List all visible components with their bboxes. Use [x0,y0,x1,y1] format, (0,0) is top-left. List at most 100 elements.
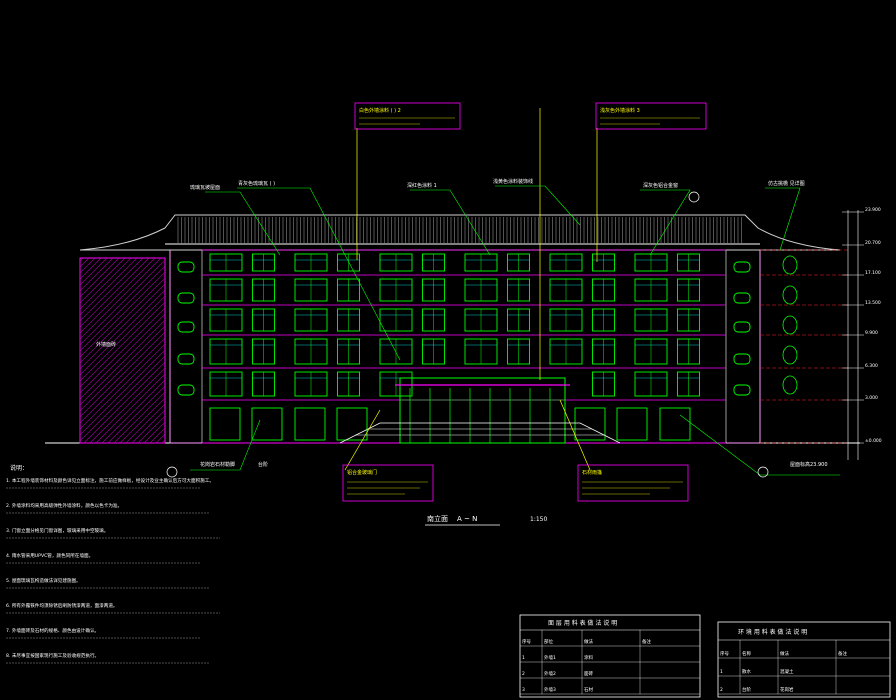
leader-roof-2 [237,187,401,361]
table-cell: 涂料 [584,654,593,661]
hatch-line [80,343,165,430]
tower-window-right [733,384,751,396]
hatch-line [0,258,65,443]
tower-window-right [733,353,751,365]
tower-window-left [177,384,195,396]
axis-bubble-left [166,466,178,478]
leader-roof-1 [205,191,281,256]
hatch-line [80,258,156,334]
leader-lower-right [559,399,591,471]
roof-label-3: 深红色涂料 1 [407,182,437,189]
hatch-line [80,313,165,400]
table-left-title: 面 层 用 料 表 做 法 说 明 [548,619,617,627]
table-cell: 做法 [780,650,789,657]
hatch-line [149,427,165,443]
leader-roof-3 [410,189,491,256]
elevation-dimension-column: 23.90020.70017.10013.5009.9006.3003.000±… [842,207,882,460]
roof-label-2: 青灰色琉璃瓦 ( ) [238,180,275,187]
table-cell: 石材 [584,686,593,693]
ornament [782,345,798,365]
hatch-line [80,265,165,352]
roof-outline [79,214,841,251]
note-line: 5. 屋面琉璃瓦构造做法详见建施图。 [6,577,81,584]
table-cell: 2 [522,671,525,677]
hatch-line [101,379,165,443]
note-line: 3. 门窗立面分格见门窗详图，玻璃采用中空玻璃。 [6,527,108,534]
hatch-line [80,258,162,340]
leader-right-note [679,414,840,476]
callout-top-left-text: 白色外墙涂料 ( ) 2 [359,107,401,114]
entrance-mullions [400,388,565,443]
ground-window [294,407,326,441]
hatch-line [80,271,165,358]
hatch-line [80,258,150,328]
table-right-title: 环 境 用 料 表 做 法 说 明 [738,628,807,636]
axis-bubble-right [757,466,769,478]
entrance-frame [399,377,566,444]
hatch-line [161,439,165,443]
tower-window-left [177,261,195,273]
right-note-label: 屋面标高23.900 [790,461,828,468]
notes-heading: 说明： [10,464,28,472]
table-cell: 外墙3 [544,686,556,693]
hatch-line [125,403,165,443]
callout-top-right: 浅灰色外墙涂料 3 [595,102,707,130]
hatch-line [131,409,165,443]
ornament [782,255,798,275]
window-grid [177,253,798,441]
hatch-line [80,258,138,316]
tower-window-right [733,292,751,304]
leader-lower-left [344,409,381,471]
hatch-line [80,355,165,442]
elevation-label: 3.000 [865,395,878,401]
ornament [782,375,798,395]
lower-left-label-2: 台阶 [258,461,268,468]
hatch-line [155,433,165,443]
main-entrance [339,377,621,444]
hatch-line [80,325,165,412]
table-cell: 1 [522,655,525,661]
design-notes: 说明： 1. 本工程外墙装饰材料及颜色详见立面标注，施工前应做样板，经设计及业主… [6,464,220,664]
ground-window [616,407,648,441]
roof-label-4: 浅黄色涂料装饰线 [493,178,533,185]
callout-lower-left-text: 铝合金玻璃门 [347,469,377,476]
tower-window-left [177,292,195,304]
table-cell: 备注 [838,650,847,657]
hatch-line [80,289,165,376]
elevation-label: 13.500 [865,300,881,306]
table-cell: 序号 [522,638,531,645]
roof-label-right: 仿古挑檐 见详图 [768,180,805,187]
ground-window [251,407,283,441]
table-cell: 3 [522,687,525,693]
note-line: 1. 本工程外墙装饰材料及颜色详见立面标注，施工前应做样板，经设计及业主确认后方… [6,477,214,484]
elevation-label: 9.900 [865,330,878,336]
hatch-line [80,259,165,346]
hatch-line [80,258,114,292]
callout-lower-right: 石材雨篷 [577,464,689,502]
leader-roof-right [765,187,801,251]
left-tower [169,249,203,444]
hatch-line [119,397,165,443]
hatch-line [89,367,165,443]
elevation-marks: 23.90020.70017.10013.5009.9006.3003.000±… [842,207,882,444]
hatch-line [80,258,90,268]
table-cell: 外墙1 [544,654,556,661]
hatch-line [80,307,165,394]
roof-tiles [177,217,742,243]
drawing-scale: 1:150 [530,516,547,523]
table-cell: 部位 [544,638,553,645]
leader-roof-5 [640,189,691,256]
table-cell: 外墙2 [544,670,556,677]
right-tower [725,249,761,444]
axis-bubble-top [688,191,700,203]
ground-window [659,407,691,441]
hatch-line [80,283,165,370]
tower-window-right [733,261,751,273]
elevation-label: 6.300 [865,363,878,369]
hatch-line [80,295,165,382]
table-cell: 台阶 [742,686,751,693]
ornament [782,285,798,305]
tower-window-right [733,321,751,333]
